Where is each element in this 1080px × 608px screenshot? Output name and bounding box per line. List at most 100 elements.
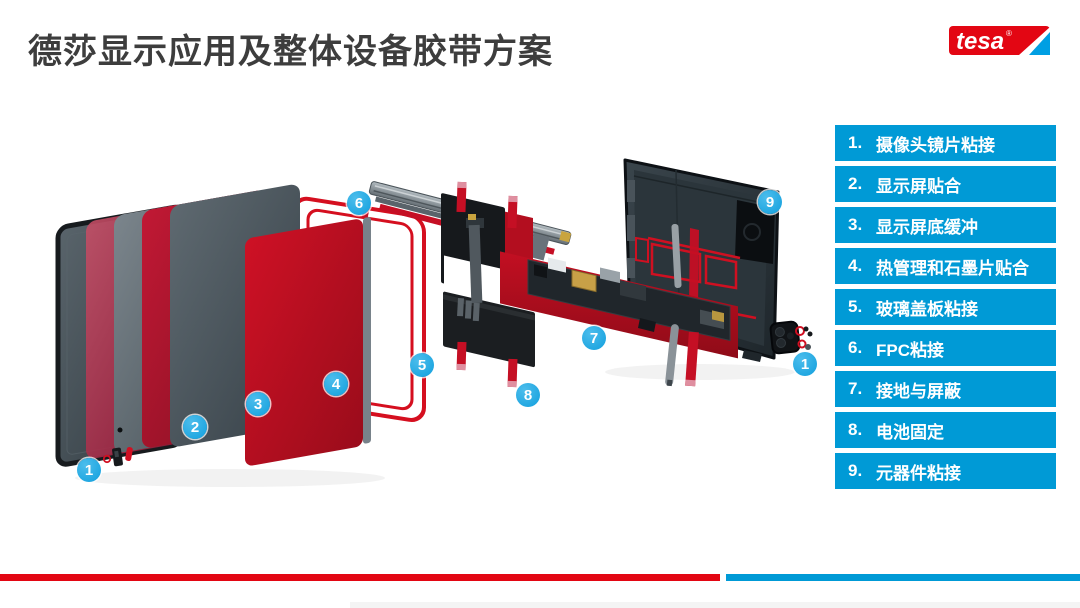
red-trace-rect-b <box>704 254 738 290</box>
legend-label: FPC粘接 <box>876 340 944 360</box>
badge-components: 9 <box>758 190 782 214</box>
tape-top-left <box>456 181 467 213</box>
chassis-foot-right <box>742 350 762 362</box>
camera-lens-small <box>786 332 794 340</box>
pencil-body <box>665 324 679 386</box>
tape-liner <box>457 181 467 189</box>
badge-fpc: 6 <box>347 191 371 215</box>
footer-blue-bar <box>726 574 1080 581</box>
legend-label: 电池固定 <box>876 422 944 442</box>
camera-lens-part <box>803 326 809 332</box>
pcb-dark-chip <box>620 280 646 302</box>
badge-display-cushion: 3 <box>246 392 270 416</box>
legend-item-5: 5. 玻璃盖板粘接 <box>835 289 1056 325</box>
chassis-bracket <box>627 258 635 278</box>
tesa-logo: tesa ® <box>949 26 1050 55</box>
pcb-silver-chip <box>600 267 620 284</box>
graphite-red-layer <box>245 219 363 466</box>
legend-item-2: 2. 显示屏贴合 <box>835 166 1056 202</box>
flex-cable <box>457 214 484 322</box>
tape-liner <box>507 380 517 388</box>
camera-red-gasket <box>795 326 805 336</box>
legend-item-3: 3. 显示屏底缓冲 <box>835 207 1056 243</box>
legend-item-4: 4. 热管理和石墨片贴合 <box>835 248 1056 284</box>
pcb-gold-chip <box>571 269 597 293</box>
hang-tape-body <box>685 331 699 387</box>
cable-comb-foot <box>457 298 480 322</box>
comb-prong <box>464 300 472 319</box>
cable-gold <box>468 214 476 220</box>
chassis-foot-left <box>638 318 656 332</box>
pencil-tip <box>666 379 673 387</box>
tape-liner <box>508 195 518 203</box>
tape-liner <box>456 363 466 371</box>
chassis-shadow <box>605 364 795 380</box>
stylus-slot <box>671 223 682 288</box>
badge-cover-glass: 5 <box>410 353 434 377</box>
legend-label: 玻璃盖板粘接 <box>876 299 978 319</box>
front-red-gasket <box>102 454 112 464</box>
chassis-black-module <box>735 200 775 264</box>
chassis-seam-h <box>633 175 769 205</box>
legend-label: 接地与屏蔽 <box>876 381 961 401</box>
tape-bottom-right <box>507 358 518 388</box>
red-trace-rect-c <box>635 236 649 264</box>
chassis-bracket <box>627 180 635 202</box>
legend-num: 1. <box>848 133 863 152</box>
stack-shadow <box>75 469 385 487</box>
page-title: 德莎显示应用及整体设备胶带方案 <box>28 33 553 71</box>
legend-label: 摄像头镜片粘接 <box>876 135 995 155</box>
camera-housing <box>769 320 801 355</box>
legend-item-7: 7. 接地与屏蔽 <box>835 371 1056 407</box>
legend-num: 8. <box>848 420 863 439</box>
footer-red-bar <box>0 574 720 581</box>
comb-prong <box>472 302 480 322</box>
red-trace-strip <box>689 228 699 306</box>
legend-item-9: 9. 元器件粘接 <box>835 453 1056 489</box>
legend-num: 9. <box>848 461 863 480</box>
camera-lens <box>774 327 785 338</box>
badge-front-camera: 1 <box>77 458 101 482</box>
camera-gray-part <box>805 344 811 350</box>
chassis-bracket <box>627 215 635 241</box>
cable-ribbon <box>468 224 483 304</box>
footer-light-strip <box>350 602 1080 608</box>
battery-tapes <box>456 181 518 388</box>
front-red-tape <box>125 446 133 462</box>
legend-list: 1. 摄像头镜片粘接 2. 显示屏贴合 3. 显示屏底缓冲 4. 热管理和石墨片… <box>835 125 1056 494</box>
rail-gold-contact <box>559 231 572 243</box>
legend-label: 显示屏贴合 <box>876 176 961 196</box>
hanging-red-tape <box>685 331 699 387</box>
legend-label: 元器件粘接 <box>876 463 961 483</box>
logo-red-box <box>949 26 1050 55</box>
badge-grounding: 7 <box>582 326 606 350</box>
display-layer-stack <box>55 184 371 467</box>
thin-glass-edge <box>363 217 371 444</box>
logo-registered-mark: ® <box>1006 29 1012 38</box>
logo-wordmark: tesa <box>956 28 1004 55</box>
bracket-notch <box>114 450 119 458</box>
pcb-far-gold <box>712 310 724 323</box>
legend-item-1: 1. 摄像头镜片粘接 <box>835 125 1056 161</box>
badge-rear-camera: 1 <box>793 352 817 376</box>
pcb-black-connector <box>534 264 547 279</box>
legend-num: 6. <box>848 338 863 357</box>
hang-tape-liner <box>685 379 696 387</box>
logo-blue-flag <box>1029 32 1050 55</box>
tape-top-right <box>507 195 518 229</box>
camera-lens-part <box>807 331 813 337</box>
camera-lens <box>776 337 787 348</box>
badge-thermal-graphite: 4 <box>324 372 348 396</box>
legend-label: 热管理和石墨片贴合 <box>876 258 1029 278</box>
comb-prong <box>457 298 464 317</box>
camera-red-gasket-small <box>797 339 807 349</box>
legend-num: 3. <box>848 215 863 234</box>
badge-display-lamination: 2 <box>183 415 207 439</box>
legend-item-8: 8. 电池固定 <box>835 412 1056 448</box>
rail-step-piece <box>528 233 550 261</box>
badge-battery: 8 <box>516 383 540 407</box>
tape-bottom-left <box>456 341 467 371</box>
stylus-pencil <box>665 324 679 387</box>
legend-num: 4. <box>848 256 863 275</box>
